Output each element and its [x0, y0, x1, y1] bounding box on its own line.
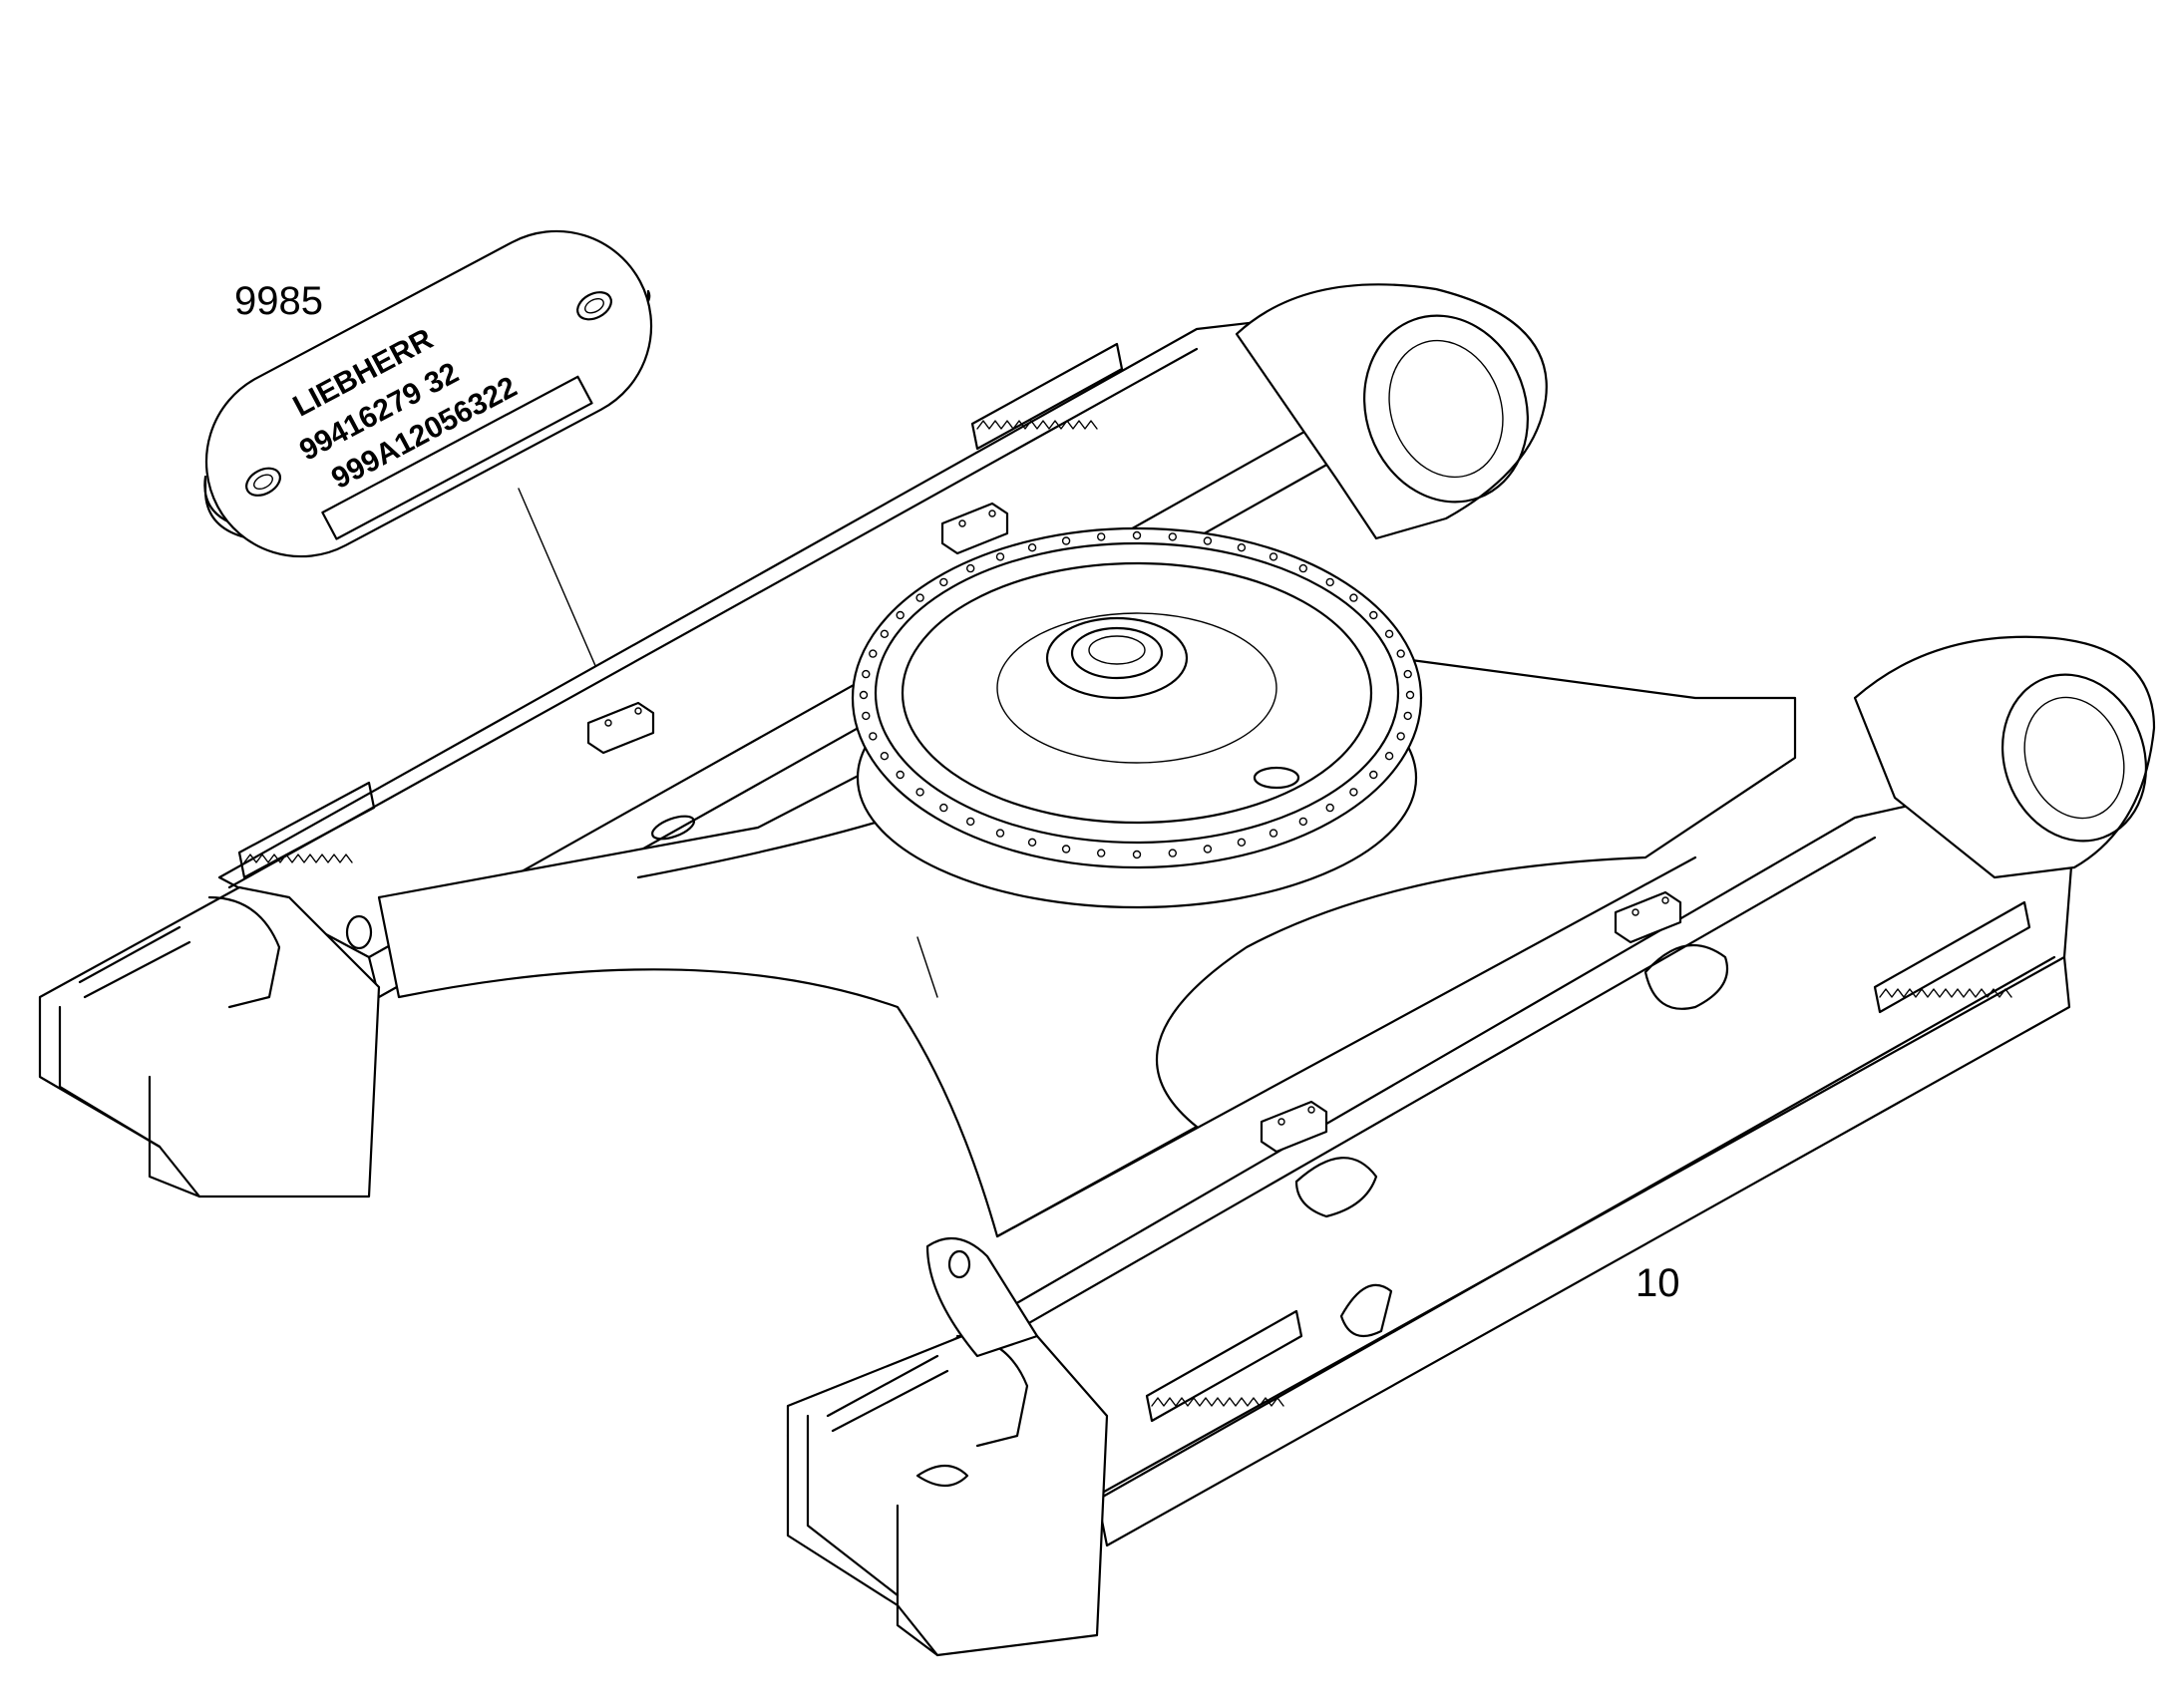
bolt-hole	[1298, 817, 1308, 827]
bolt-hole	[995, 829, 1005, 838]
bolt-hole	[1168, 849, 1178, 857]
callout-frame: 10	[1635, 1261, 1680, 1305]
bolt-hole	[1237, 543, 1247, 552]
bolt-hole	[1168, 532, 1178, 541]
bolt-hole	[1369, 610, 1378, 620]
bolt-hole	[915, 593, 924, 602]
bolt-hole	[1096, 849, 1106, 857]
bolt-hole	[1027, 543, 1037, 552]
bolt-hole	[869, 649, 878, 658]
bolt-hole	[966, 817, 975, 827]
bolt-hole	[1061, 536, 1071, 545]
bolt-hole	[1384, 752, 1394, 761]
bolt-hole	[1396, 732, 1405, 741]
bolt-hole	[1369, 770, 1378, 780]
bolt-hole	[1349, 788, 1358, 797]
bolt-hole	[1325, 803, 1334, 813]
bolt-hole	[1325, 577, 1334, 587]
bolt-hole	[1269, 829, 1278, 838]
bolt-hole	[1132, 530, 1142, 540]
nameplate-hole-left	[245, 467, 281, 497]
nameplate-blank-field	[321, 375, 593, 540]
bolt-hole	[1203, 536, 1213, 545]
bolt-hole	[939, 577, 948, 587]
bolt-hole	[939, 803, 948, 813]
bolt-hole	[896, 610, 905, 620]
rear-track-member	[38, 283, 1548, 1198]
slewing-ring	[851, 526, 1423, 909]
bolt-hole	[1203, 845, 1213, 854]
slewing-ring-bolt-holes	[859, 530, 1415, 859]
bolt-hole	[1237, 838, 1247, 847]
nameplate-mount-slot	[650, 815, 696, 841]
bolt-hole	[862, 669, 871, 679]
bolt-hole	[1298, 563, 1308, 573]
front-track-member	[786, 635, 2156, 1657]
bolt-hole	[915, 788, 924, 797]
undercarriage-frame	[38, 283, 2156, 1657]
bolt-hole	[1384, 629, 1394, 638]
callout-nameplate: 9985	[234, 279, 323, 323]
bolt-hole	[859, 690, 869, 700]
bolt-hole	[1349, 593, 1358, 602]
nameplate-hole-right	[576, 291, 612, 321]
bolt-hole	[880, 752, 890, 761]
bolt-hole	[1403, 669, 1412, 679]
bolt-hole	[995, 552, 1005, 561]
bolt-hole	[1061, 845, 1071, 854]
bolt-hole	[966, 563, 975, 573]
bolt-hole	[1403, 711, 1412, 721]
bolt-hole	[1269, 552, 1278, 561]
nameplate: LIEBHERR 99416279 32 999A12056322	[203, 229, 653, 558]
bolt-hole	[862, 711, 871, 721]
bolt-hole	[880, 629, 890, 638]
bolt-hole	[1096, 532, 1106, 541]
bolt-hole	[1132, 850, 1142, 859]
bolt-hole	[1027, 838, 1037, 847]
bolt-hole	[1405, 690, 1415, 700]
bolt-hole	[1396, 649, 1405, 658]
bolt-hole	[896, 770, 905, 780]
bolt-hole	[869, 732, 878, 741]
